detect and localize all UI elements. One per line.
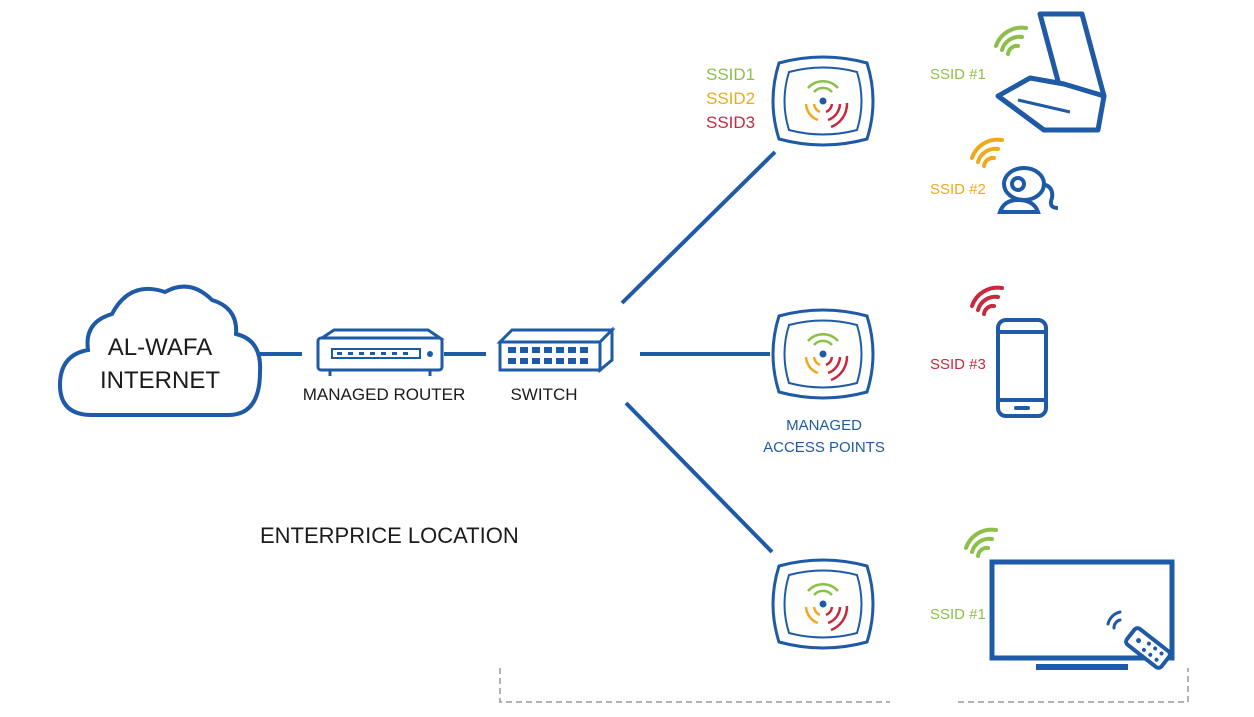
webcam-icon	[997, 166, 1059, 214]
phone-ssid-label: SSID #3	[930, 356, 986, 373]
access-point-icon	[771, 558, 875, 650]
access-points-label-line2: ACCESS POINTS	[763, 439, 885, 456]
laptop-icon	[995, 11, 1107, 133]
remote-control-icon	[1106, 610, 1172, 670]
location-label: ENTERPRICE LOCATION	[260, 523, 519, 548]
location-boundary	[499, 668, 1189, 703]
wifi-signal-icon	[970, 285, 1004, 316]
wifi-signal-icon	[970, 137, 1004, 168]
wifi-signal-icon	[994, 25, 1028, 56]
cloud-icon	[57, 284, 263, 417]
switch-icon	[496, 326, 616, 374]
link-switch-ap3	[624, 401, 774, 554]
access-point-icon	[771, 55, 875, 147]
cloud-label-line1: AL-WAFA	[108, 334, 212, 361]
access-points-label-line1: MANAGED	[786, 417, 862, 434]
switch-label: SWITCH	[510, 385, 577, 404]
router-icon	[316, 328, 445, 376]
ssid-list-item-2: SSID2	[706, 89, 755, 108]
router-label: MANAGED ROUTER	[303, 385, 465, 404]
wifi-signal-icon	[964, 527, 998, 558]
tv-ssid-label: SSID #1	[930, 606, 986, 623]
connection-lines	[256, 150, 777, 554]
ssid-list-item-1: SSID1	[706, 65, 755, 84]
access-point-icon	[771, 308, 875, 400]
cloud-label-line2: INTERNET	[100, 367, 220, 394]
laptop-ssid-label: SSID #1	[930, 66, 986, 83]
webcam-ssid-label: SSID #2	[930, 181, 986, 198]
link-switch-ap1	[620, 150, 777, 305]
smartphone-icon	[996, 318, 1048, 418]
ssid-list-item-3: SSID3	[706, 113, 755, 132]
